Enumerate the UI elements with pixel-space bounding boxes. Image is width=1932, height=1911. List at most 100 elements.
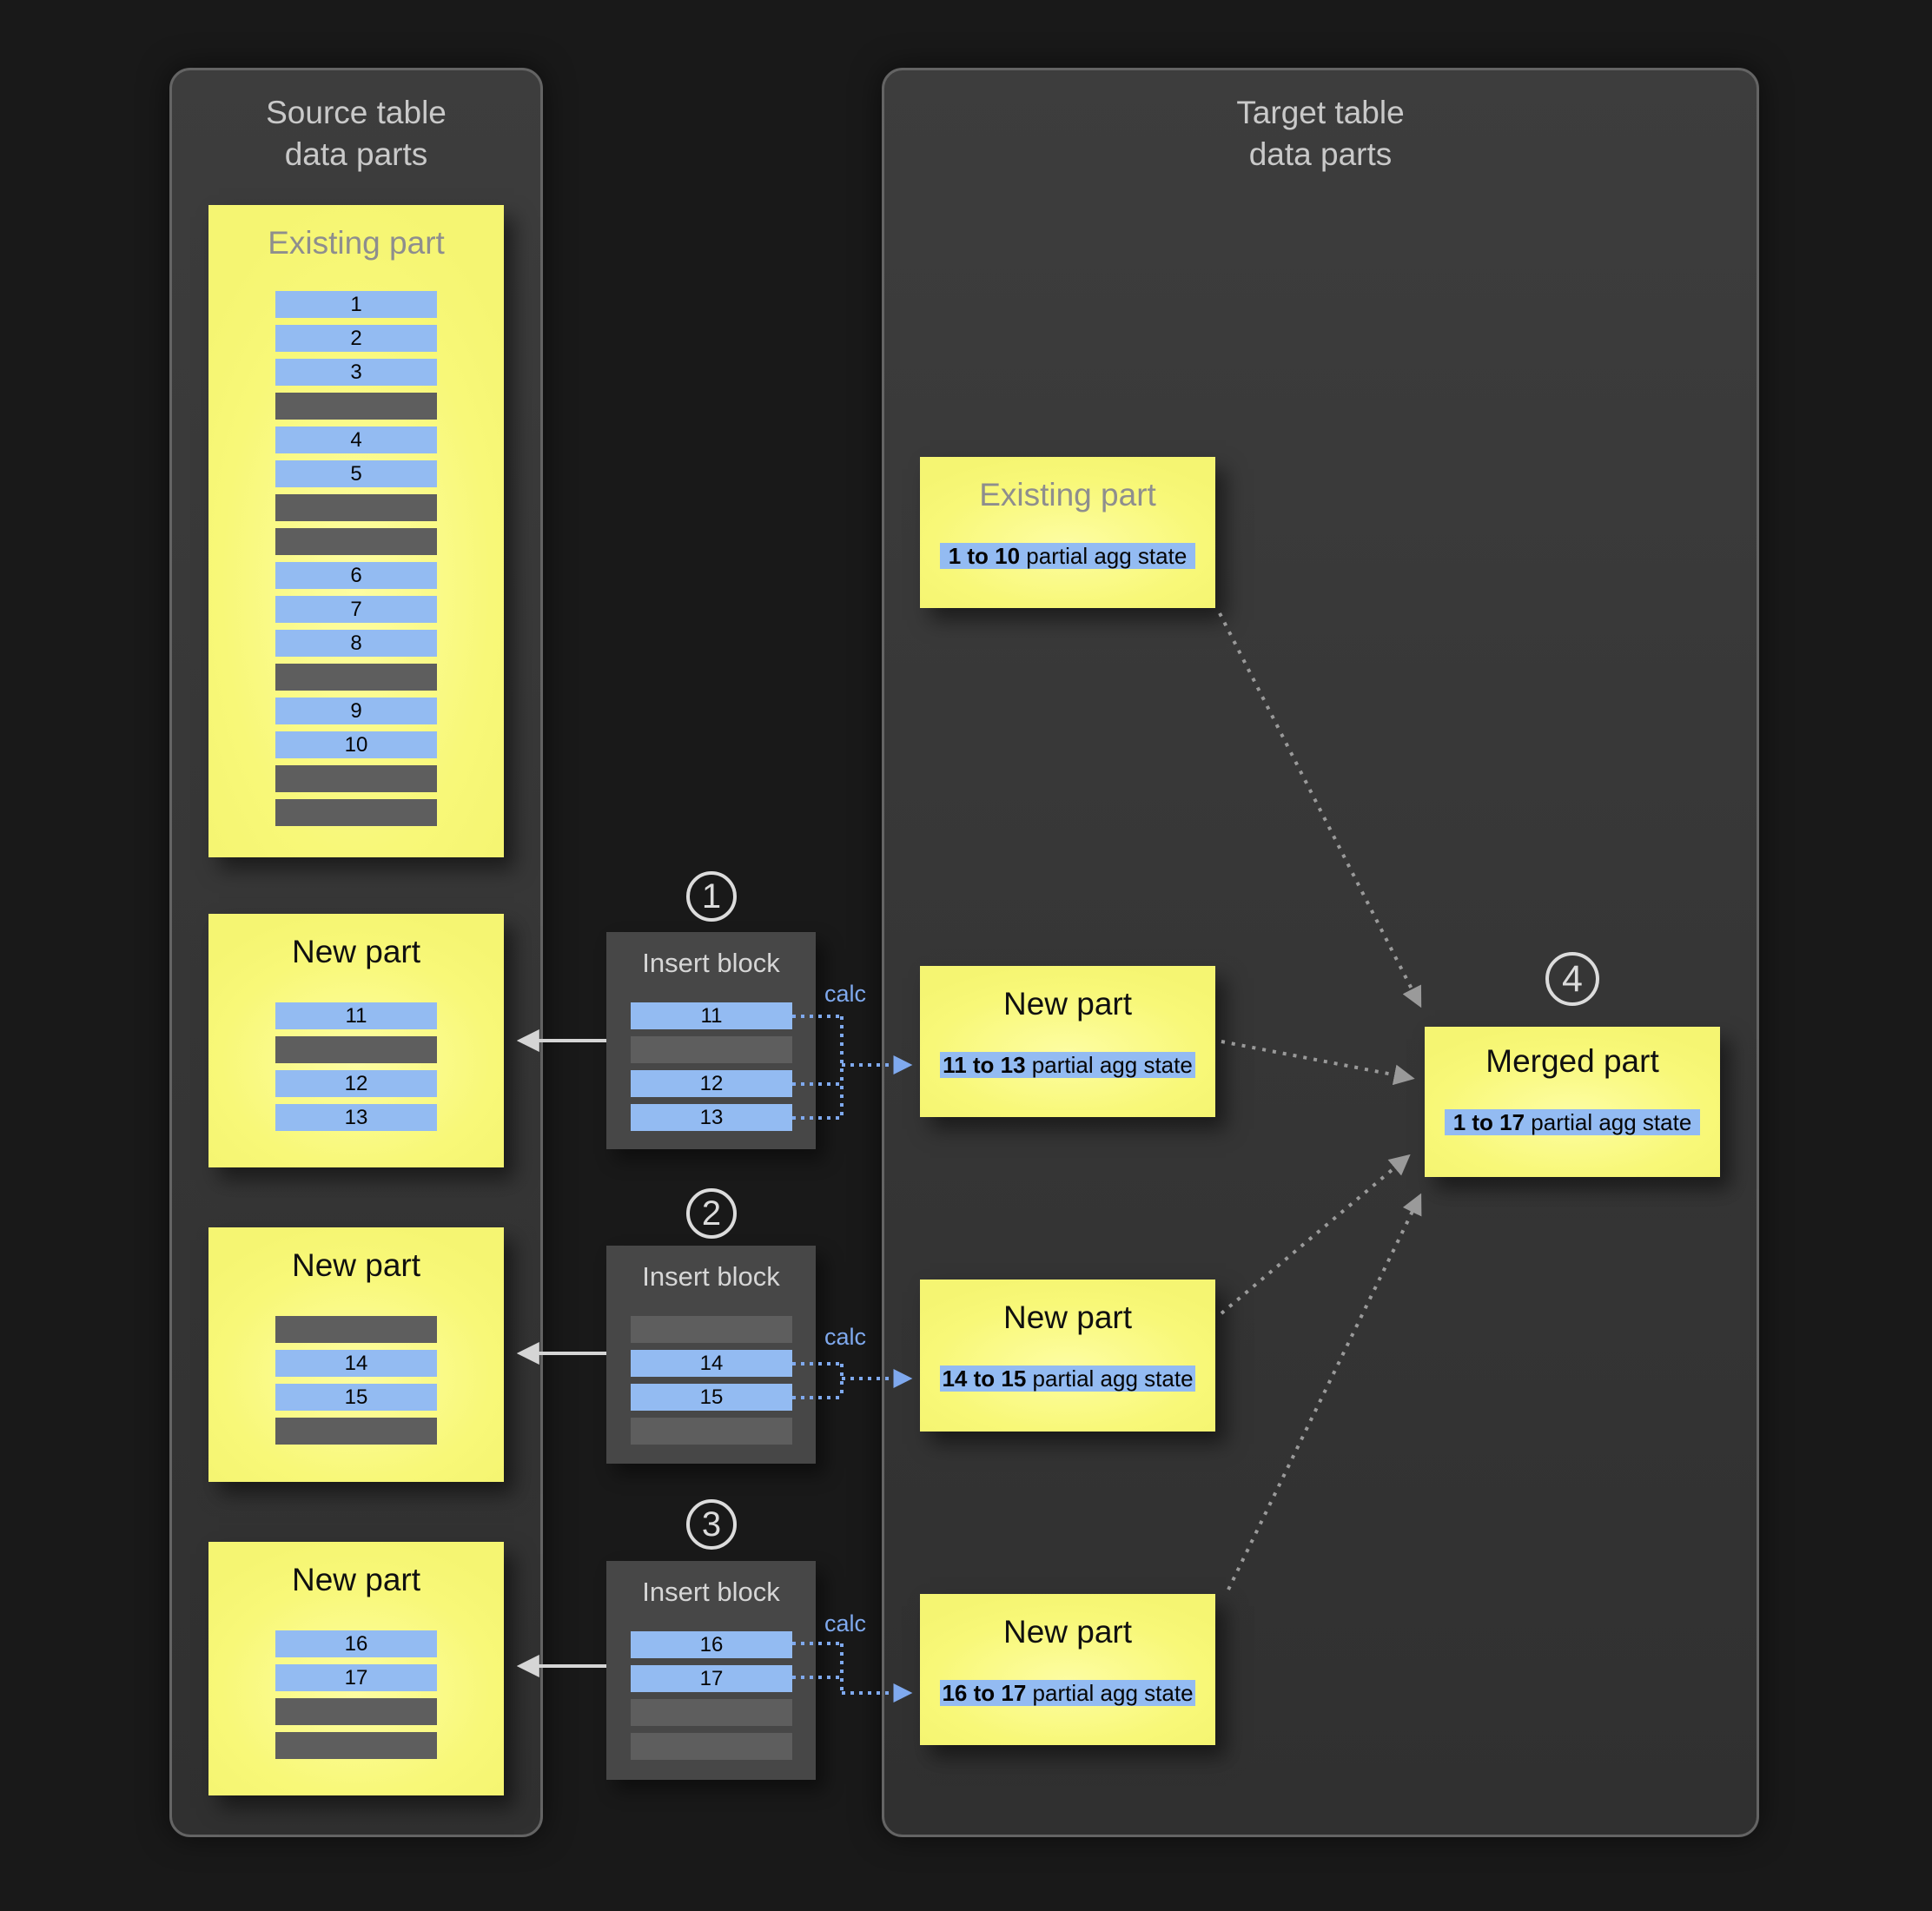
data-row: 4: [275, 427, 437, 453]
data-row: 13: [631, 1104, 792, 1131]
insert-block-1-title: Insert block: [642, 948, 780, 978]
agg-label: partial agg state: [1026, 1680, 1194, 1706]
target-panel-title-line1: Target table: [1236, 95, 1405, 130]
step-circle-1: 1: [686, 871, 737, 922]
source-existing-part-title: Existing part: [268, 225, 445, 261]
target-panel-title: Target table data parts: [884, 92, 1757, 175]
step-circle-4: 4: [1545, 952, 1599, 1006]
data-row: [275, 799, 437, 826]
target-existing-part: Existing part 1 to 10 partial agg state: [920, 457, 1215, 608]
insert-block-3-rows: 16 17: [631, 1631, 792, 1760]
agg-label: partial agg state: [1525, 1109, 1692, 1135]
target-new-part-1-title: New part: [1002, 986, 1133, 1022]
insert-block-2-title: Insert block: [642, 1261, 780, 1292]
target-new-part-3-title: New part: [1002, 1614, 1133, 1650]
source-table-panel: Source table data parts Existing part 1 …: [169, 68, 543, 1837]
data-row: 16: [631, 1631, 792, 1658]
data-row: [275, 1698, 437, 1725]
agg-label: partial agg state: [1020, 543, 1188, 569]
agg-state-strip: 16 to 17 partial agg state: [940, 1680, 1195, 1706]
data-row: [631, 1316, 792, 1343]
target-new-part-1: New part 11 to 13 partial agg state: [920, 966, 1215, 1117]
data-row: [275, 393, 437, 420]
data-row: 7: [275, 596, 437, 623]
insert-block-2-rows: 14 15: [631, 1316, 792, 1445]
insert-block-1: Insert block 11 12 13: [606, 932, 816, 1149]
source-existing-part-rows: 1 2 3 4 5 6 7 8 9 10: [208, 291, 504, 826]
data-row: [275, 664, 437, 691]
data-row: [275, 528, 437, 555]
insert-block-2: Insert block 14 15: [606, 1246, 816, 1464]
data-row: [631, 1418, 792, 1445]
source-new-part-2-title: New part: [291, 1247, 421, 1283]
agg-state-strip: 1 to 10 partial agg state: [940, 543, 1195, 569]
target-new-part-3: New part 16 to 17 partial agg state: [920, 1594, 1215, 1745]
data-row: [275, 1036, 437, 1063]
data-row: [275, 494, 437, 521]
agg-range: 11 to 13: [943, 1052, 1026, 1078]
data-row: 1: [275, 291, 437, 318]
source-new-part-1-rows: 11 12 13: [208, 1002, 504, 1131]
insert-block-3: Insert block 16 17: [606, 1561, 816, 1780]
data-row: 5: [275, 460, 437, 487]
agg-state-strip: 14 to 15 partial agg state: [940, 1365, 1195, 1392]
data-row: [275, 1732, 437, 1759]
agg-label: partial agg state: [1025, 1052, 1193, 1078]
data-row: 8: [275, 630, 437, 657]
data-row: 15: [275, 1384, 437, 1411]
data-row: [631, 1733, 792, 1760]
data-row: 11: [275, 1002, 437, 1029]
source-new-part-2: New part 14 15: [208, 1227, 504, 1482]
agg-state-strip: 11 to 13 partial agg state: [940, 1052, 1195, 1078]
data-row: 14: [275, 1350, 437, 1377]
source-new-part-1: New part 11 12 13: [208, 914, 504, 1167]
agg-range: 14 to 15: [942, 1365, 1027, 1392]
data-row: 6: [275, 562, 437, 589]
data-row: 12: [631, 1070, 792, 1097]
data-row: [631, 1699, 792, 1726]
step-circle-3: 3: [686, 1499, 737, 1550]
data-row: [275, 1316, 437, 1343]
source-panel-title: Source table data parts: [172, 92, 540, 175]
calc-label-1: calc: [824, 981, 866, 1007]
data-row: 3: [275, 359, 437, 386]
data-row: 12: [275, 1070, 437, 1097]
agg-range: 1 to 10: [948, 543, 1021, 569]
target-existing-part-title: Existing part: [979, 477, 1156, 512]
data-row: 13: [275, 1104, 437, 1131]
agg-label: partial agg state: [1026, 1365, 1194, 1392]
data-row: 17: [631, 1665, 792, 1692]
data-row: 10: [275, 731, 437, 758]
merged-part: Merged part 1 to 17 partial agg state: [1425, 1027, 1720, 1177]
source-new-part-3: New part 16 17: [208, 1542, 504, 1795]
merged-part-title: Merged part: [1485, 1043, 1659, 1079]
data-row: 2: [275, 325, 437, 352]
data-row: 15: [631, 1384, 792, 1411]
agg-state-strip: 1 to 17 partial agg state: [1445, 1109, 1700, 1135]
data-row: 14: [631, 1350, 792, 1377]
source-new-part-1-title: New part: [291, 934, 421, 969]
source-existing-part: Existing part 1 2 3 4 5 6 7 8 9 10: [208, 205, 504, 857]
step-circle-2: 2: [686, 1188, 737, 1239]
data-row: 17: [275, 1664, 437, 1691]
data-row: 16: [275, 1630, 437, 1657]
source-new-part-3-rows: 16 17: [208, 1630, 504, 1759]
data-row: 9: [275, 698, 437, 724]
source-new-part-3-title: New part: [291, 1562, 421, 1597]
data-row: [275, 765, 437, 792]
target-table-panel: Target table data parts Existing part 1 …: [882, 68, 1759, 1837]
insert-block-1-rows: 11 12 13: [631, 1002, 792, 1131]
source-panel-title-line1: Source table: [266, 95, 447, 130]
agg-range: 16 to 17: [942, 1680, 1027, 1706]
target-new-part-2: New part 14 to 15 partial agg state: [920, 1280, 1215, 1432]
target-panel-title-line2: data parts: [1248, 136, 1393, 172]
target-new-part-2-title: New part: [1002, 1299, 1133, 1335]
data-row: [275, 1418, 437, 1445]
calc-label-2: calc: [824, 1324, 866, 1350]
agg-range: 1 to 17: [1452, 1109, 1525, 1135]
insert-block-3-title: Insert block: [642, 1577, 780, 1607]
source-panel-title-line2: data parts: [284, 136, 428, 172]
data-row: 11: [631, 1002, 792, 1029]
calc-label-3: calc: [824, 1610, 866, 1637]
